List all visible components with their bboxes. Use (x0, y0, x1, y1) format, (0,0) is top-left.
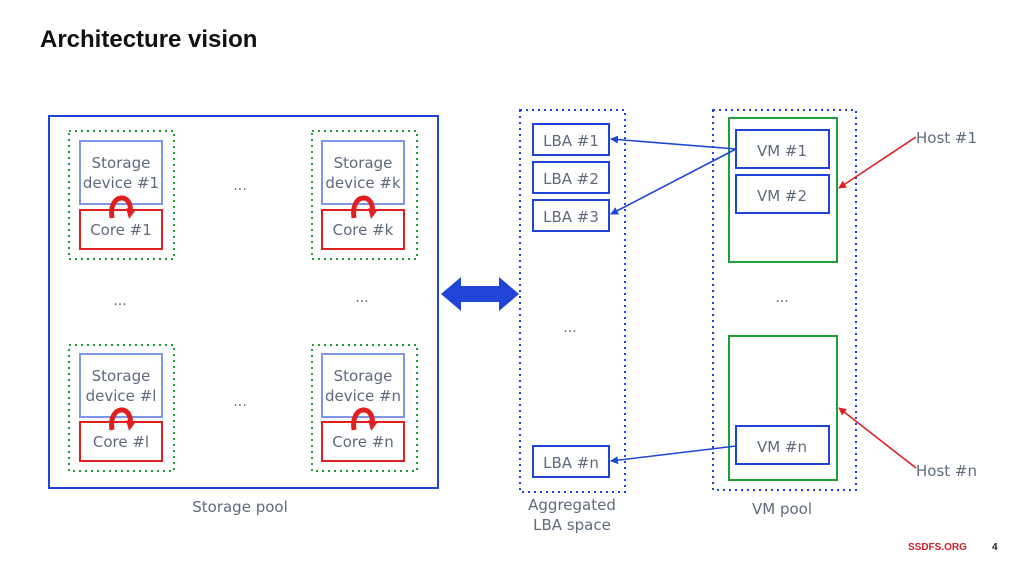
lba-space-label-line2: LBA space (533, 516, 611, 534)
page-number: 4 (992, 542, 998, 553)
vmn-to-lban-arrow (610, 445, 737, 465)
lba-item-2: LBA #2 (532, 161, 610, 194)
ellipsis-bottom: ... (233, 394, 246, 410)
lba-label: LBA #3 (543, 208, 599, 226)
storage-device-box (79, 140, 163, 205)
lba-item-3: LBA #3 (532, 199, 610, 232)
storage-device-label-line2: device #k (325, 174, 401, 192)
storage-node-l: Storage device #l Core #l (68, 344, 175, 472)
lba-item-n: LBA #n (532, 445, 610, 478)
core-box (321, 421, 405, 462)
storage-device-label-line2: device #l (86, 387, 157, 405)
storage-device-label-line1: Storage (334, 154, 393, 172)
vm-ellipsis: ... (775, 290, 788, 306)
vm-label: VM #n (757, 438, 807, 456)
storage-device-label-line2: device #1 (83, 174, 159, 192)
node-group-border (68, 344, 175, 472)
ellipsis-right: ... (355, 290, 368, 306)
core-label: Core #1 (90, 221, 152, 239)
footer-brand: SSDFS.ORG (908, 542, 967, 553)
core-to-device-arrow (351, 407, 378, 431)
storage-node-k: Storage device #k Core #k (311, 130, 418, 260)
core-label: Core #n (332, 433, 394, 451)
core-box (321, 209, 405, 250)
lba-item-1: LBA #1 (532, 123, 610, 156)
node-group-border (68, 130, 175, 260)
storage-device-box (321, 140, 405, 205)
host-1-box (728, 117, 838, 263)
hostn-arrow (838, 407, 917, 469)
bidirectional-arrow-icon (441, 277, 519, 311)
core-to-device-arrow (109, 407, 136, 431)
storage-device-box (79, 353, 163, 418)
lba-space-box (519, 109, 626, 493)
storage-device-label-line1: Storage (334, 367, 393, 385)
storage-device-label-line1: Storage (92, 367, 151, 385)
vm-item-1: VM #1 (735, 129, 830, 169)
core-to-device-arrow (351, 195, 378, 219)
storage-device-box (321, 353, 405, 418)
storage-pool-label: Storage pool (192, 498, 288, 516)
storage-pool-box (48, 115, 439, 489)
ellipsis-top: ... (233, 178, 246, 194)
vm1-to-lba3-arrow (610, 148, 737, 215)
core-label: Core #k (333, 221, 394, 239)
storage-node-n: Storage device #n Core #n (311, 344, 418, 472)
page-title: Architecture vision (40, 26, 258, 53)
host-n-box (728, 335, 838, 481)
core-box (79, 421, 163, 462)
ellipsis-left: ... (113, 293, 126, 309)
lba-label: LBA #n (543, 454, 599, 472)
core-label: Core #l (93, 433, 149, 451)
vm1-to-lba1-arrow (610, 135, 737, 150)
vm-item-n: VM #n (735, 425, 830, 465)
lba-ellipsis: ... (563, 320, 576, 336)
host-1-label: Host #1 (916, 129, 977, 147)
node-group-border (311, 130, 418, 260)
host1-arrow (838, 136, 917, 189)
lba-space-label-line1: Aggregated (528, 496, 616, 514)
vm-pool-box (712, 109, 857, 491)
core-box (79, 209, 163, 250)
node-group-border (311, 344, 418, 472)
storage-node-1: Storage device #1 Core #1 (68, 130, 175, 260)
storage-device-label-line2: device #n (325, 387, 401, 405)
host-n-label: Host #n (916, 462, 977, 480)
vm-item-2: VM #2 (735, 174, 830, 214)
storage-device-label-line1: Storage (92, 154, 151, 172)
lba-label: LBA #2 (543, 170, 599, 188)
vm-pool-label: VM pool (752, 500, 812, 518)
lba-label: LBA #1 (543, 132, 599, 150)
core-to-device-arrow (109, 195, 136, 219)
vm-label: VM #1 (757, 142, 807, 160)
vm-label: VM #2 (757, 187, 807, 205)
